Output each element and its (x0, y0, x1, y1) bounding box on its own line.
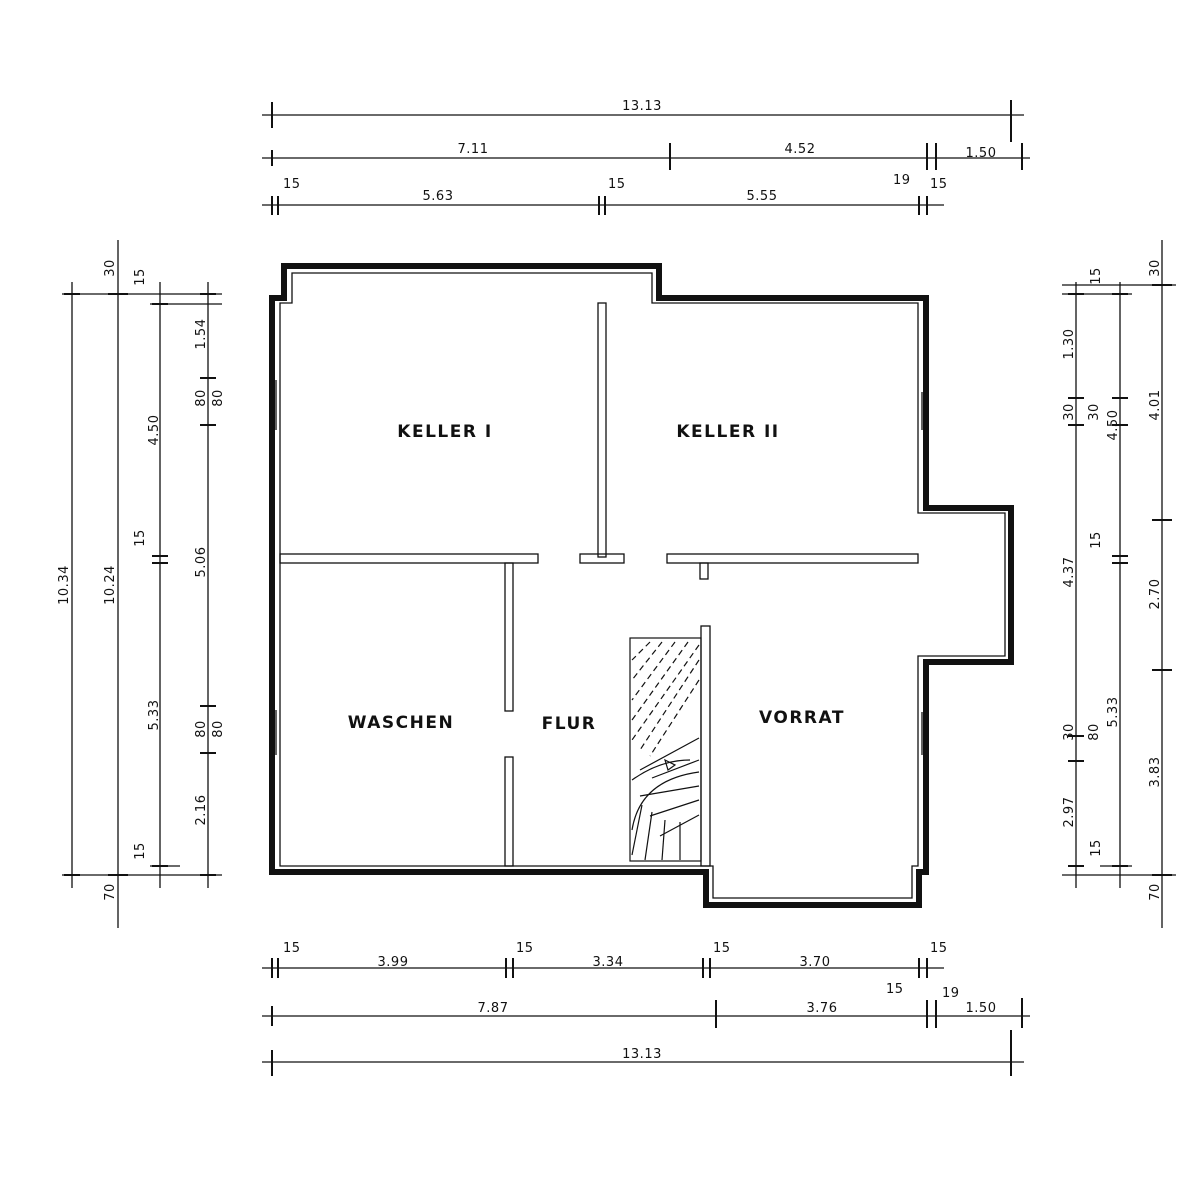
left-dimension-chains: 10.34 10.24 30 70 15 4.50 15 5.33 15 1.5… (57, 240, 226, 928)
left-col4-seg-3: 2.16 (194, 795, 209, 826)
left-col4-seg-2: 5.06 (194, 547, 209, 578)
top-dimension-chains: 13.13 7.11 4.52 1.50 5.63 5.55 15 15 19 … (262, 99, 1030, 215)
left-col3-wall-top: 15 (133, 268, 148, 286)
right-col3-seg-2: 2.70 (1148, 579, 1163, 610)
left-col1-label: 10.34 (57, 565, 72, 605)
room-label-flur: FLUR (542, 714, 597, 734)
wall-vorrat-left (700, 625, 711, 867)
staircase (629, 637, 702, 862)
right-col1-seg-1: 1.30 (1062, 329, 1077, 360)
bottom-row2-wall-2: 19 (942, 986, 960, 1001)
right-col1-seg-2: 4.37 (1062, 557, 1077, 588)
left-top-offset: 30 (103, 259, 118, 277)
top-row2-label-1: 7.11 (458, 142, 489, 157)
room-label-waschen: WASCHEN (348, 713, 454, 733)
right-col3-seg-3: 3.83 (1148, 757, 1163, 788)
room-label-keller2: KELLER II (676, 422, 779, 442)
left-col4-window-1b: 80 (211, 389, 226, 407)
building-walls (269, 263, 1014, 908)
wall-keller2-bottom (666, 553, 919, 564)
left-col3-seg-2: 5.33 (147, 700, 162, 731)
left-col2-label: 10.24 (103, 565, 118, 605)
bottom-dimension-chains: 15 15 15 15 3.99 3.34 3.70 7.87 3.76 1.5… (262, 941, 1030, 1076)
bottom-row1-wall-2: 15 (516, 941, 534, 956)
top-row3-wall-2: 15 (608, 177, 626, 192)
left-col4-window-1a: 80 (194, 389, 209, 407)
right-col1-window-1: 30 (1062, 403, 1077, 421)
left-col3-wall-mid: 15 (133, 529, 148, 547)
left-col4-seg-1: 1.54 (194, 319, 209, 350)
top-row2-label-2: 4.52 (785, 142, 816, 157)
right-col2-seg-2: 5.33 (1106, 697, 1121, 728)
bottom-row2-label-2: 3.76 (807, 1001, 838, 1016)
top-overall-label: 13.13 (622, 99, 662, 114)
wall-keller1-bottom (279, 553, 539, 564)
right-col1-seg-3: 2.97 (1062, 797, 1077, 828)
bottom-row1-label-2: 3.34 (593, 955, 624, 970)
right-bottom-offset: 70 (1148, 883, 1163, 901)
wall-divider-stub (579, 553, 625, 564)
exterior-wall (269, 263, 1014, 908)
bottom-row2-label-3: 1.50 (966, 1001, 997, 1016)
bottom-row1-wall-3: 15 (713, 941, 731, 956)
bottom-row1-label-3: 3.70 (800, 955, 831, 970)
right-col2-window-1: 30 (1087, 403, 1102, 421)
top-row3-label-1: 5.63 (423, 189, 454, 204)
bottom-row1-wall-1: 15 (283, 941, 301, 956)
right-top-offset: 30 (1148, 259, 1163, 277)
wall-keller-divider (597, 302, 607, 558)
right-col3-seg-1: 4.01 (1148, 390, 1163, 421)
bottom-row1-wall-4: 15 (930, 941, 948, 956)
top-row3-wall-4: 15 (930, 177, 948, 192)
right-col2-seg-1: 4.50 (1106, 410, 1121, 441)
right-col1-wall-bottom: 15 (1089, 839, 1104, 857)
bottom-row2-label-1: 7.87 (478, 1001, 509, 1016)
exterior-wall-inner (279, 272, 1006, 899)
top-row3-wall-1: 15 (283, 177, 301, 192)
top-row2-label-3: 1.50 (966, 146, 997, 161)
right-col2-window-2: 80 (1087, 723, 1102, 741)
right-col1-wall-top: 15 (1089, 267, 1104, 285)
left-col4-window-2b: 80 (211, 720, 226, 738)
right-col1-window-2: 30 (1062, 723, 1077, 741)
bottom-row2-wall-1: 15 (886, 982, 904, 997)
wall-waschen-lower (504, 756, 514, 867)
bottom-overall-label: 13.13 (622, 1047, 662, 1062)
top-row3-label-2: 5.55 (747, 189, 778, 204)
right-col2-wall-mid: 15 (1089, 531, 1104, 549)
room-label-vorrat: VORRAT (759, 708, 845, 728)
left-bottom-offset: 70 (103, 883, 118, 901)
right-dimension-chains: 15 1.30 30 4.37 30 2.97 15 30 4.50 15 80… (1062, 240, 1176, 928)
left-col4-window-2a: 80 (194, 720, 209, 738)
room-label-keller1: KELLER I (397, 422, 492, 442)
bottom-row1-label-1: 3.99 (378, 955, 409, 970)
left-col3-wall-bottom: 15 (133, 842, 148, 860)
wall-waschen-upper (504, 562, 514, 712)
room-labels: KELLER I KELLER II WASCHEN FLUR VORRAT (348, 422, 845, 734)
top-row3-wall-3: 19 (893, 173, 911, 188)
left-col3-seg-1: 4.50 (147, 415, 162, 446)
wall-keller2-stub (699, 562, 709, 580)
